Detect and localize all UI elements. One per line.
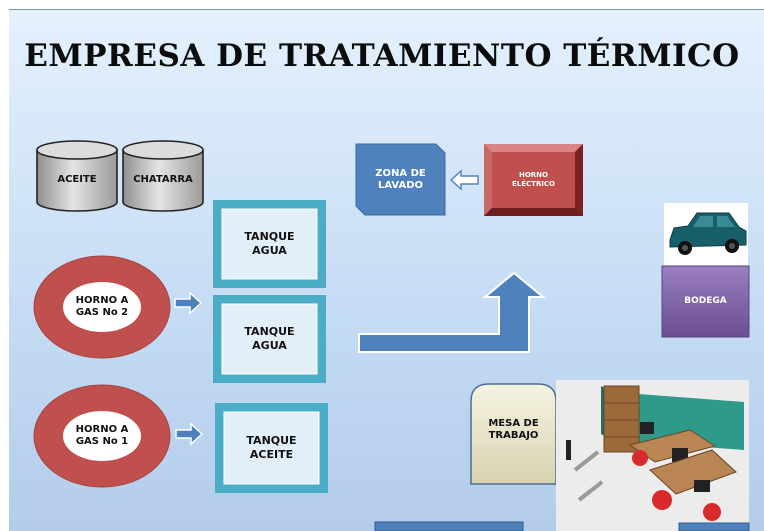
zona-lavado-box — [355, 143, 446, 216]
slide-border — [9, 9, 764, 10]
zona-lavado-label: ZONA DE LAVADO — [375, 167, 426, 192]
right-arrow-icon — [175, 422, 204, 446]
tanque-agua-2-label: TANQUE AGUA — [244, 325, 295, 352]
left-margin — [0, 0, 9, 531]
horno-electrico-box — [484, 144, 583, 216]
office-desk-icon — [556, 380, 749, 531]
top-margin — [0, 0, 764, 9]
tanque-agua-1-box — [213, 200, 326, 288]
bodega-label: BODEGA — [684, 295, 727, 306]
horno-gas-2-label: HORNO A GAS No 2 — [75, 294, 129, 319]
page-title: EMPRESA DE TRATAMIENTO TÉRMICO — [24, 38, 740, 74]
tanque-agua-1-label: TANQUE AGUA — [244, 230, 295, 257]
horno-electrico-label: HORNO ELÉCTRICO — [511, 171, 556, 188]
mesa-trabajo-box — [470, 383, 557, 485]
tanque-aceite-label: TANQUE ACEITE — [246, 434, 297, 461]
bottom-right-box-partial — [678, 522, 750, 531]
tanque-aceite-box — [215, 403, 328, 493]
left-arrow-icon — [449, 169, 479, 191]
tanque-agua-2-box — [213, 295, 326, 383]
bodega-box — [661, 265, 750, 338]
right-arrow-icon — [174, 291, 203, 315]
car-icon — [664, 203, 748, 266]
bent-arrow-up-icon — [358, 271, 546, 353]
bottom-box-partial — [374, 521, 524, 531]
chatarra-label: CHATARRA — [133, 173, 193, 185]
horno-gas-1-label: HORNO A GAS No 1 — [75, 423, 129, 448]
horno-gas-2-ring — [33, 255, 171, 359]
horno-gas-1-ring — [33, 384, 171, 488]
chatarra-cylinder — [122, 140, 204, 212]
mesa-trabajo-label: MESA DE TRABAJO — [488, 417, 539, 442]
aceite-cylinder — [36, 140, 118, 212]
aceite-label: ACEITE — [57, 173, 97, 185]
